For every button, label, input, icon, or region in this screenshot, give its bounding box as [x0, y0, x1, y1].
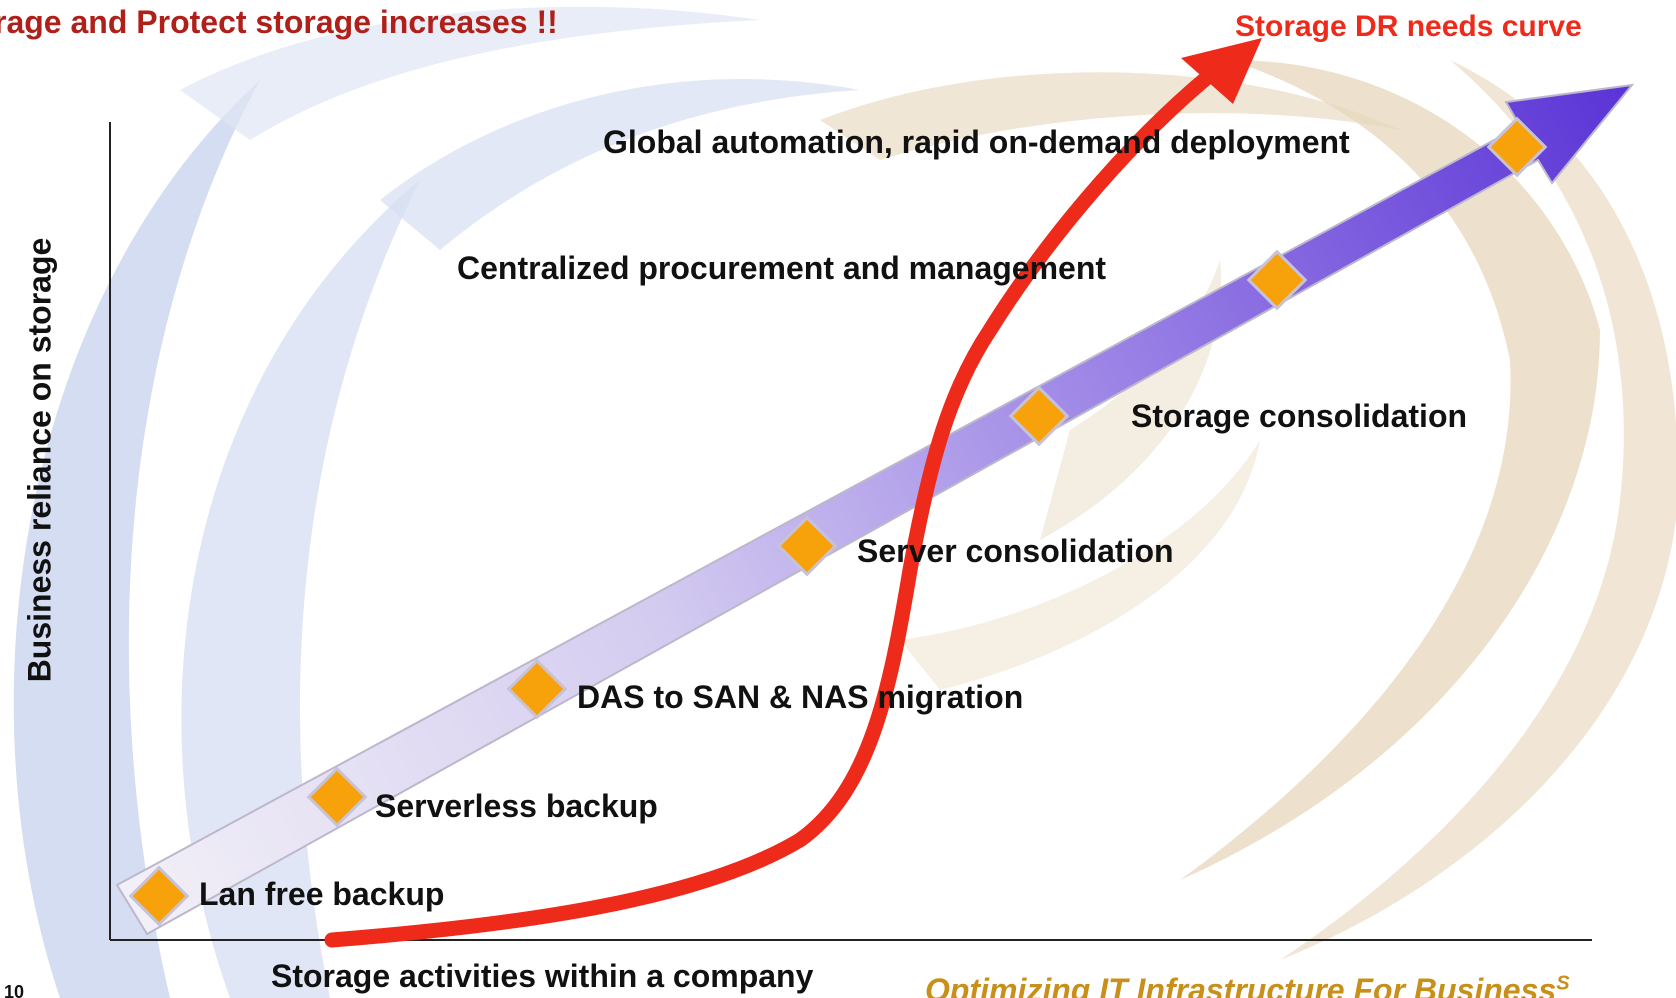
slide-title: rage and Protect storage increases !!: [0, 4, 558, 40]
milestone-diamond: [306, 766, 368, 828]
milestone-label: Centralized procurement and management: [457, 250, 1107, 286]
y-axis-label: Business reliance on storage: [21, 237, 58, 683]
milestone-diamond: [1008, 385, 1070, 447]
milestone-diamond: [1486, 116, 1548, 178]
milestone-label: Lan free backup: [199, 876, 445, 912]
dr-needs-curve: [324, 67, 1218, 948]
x-axis-label: Storage activities within a company: [271, 958, 814, 994]
milestone-label: DAS to SAN & NAS migration: [577, 679, 1024, 715]
footer-tagline-text: Optimizing IT Infrastructure For Busines…: [925, 972, 1557, 998]
milestone-diamond: [776, 515, 838, 577]
milestone-label: Storage consolidation: [1131, 398, 1468, 434]
milestone-diamond: [128, 865, 190, 927]
milestone-label: Serverless backup: [375, 788, 658, 824]
milestone-label: Server consolidation: [857, 533, 1174, 569]
milestone-label: Global automation, rapid on-demand deplo…: [603, 124, 1350, 160]
milestone-diamonds: [128, 116, 1548, 927]
milestone-diamond: [1246, 249, 1308, 311]
page-number: 10: [4, 982, 25, 998]
dr-curve-arrowhead: [1181, 38, 1262, 104]
footer-tagline-mark: S: [1556, 972, 1570, 995]
milestone-diamond: [506, 658, 568, 720]
dr-curve-label: Storage DR needs curve: [1235, 10, 1582, 43]
footer-tagline: Optimizing IT Infrastructure For Busines…: [925, 972, 1570, 998]
